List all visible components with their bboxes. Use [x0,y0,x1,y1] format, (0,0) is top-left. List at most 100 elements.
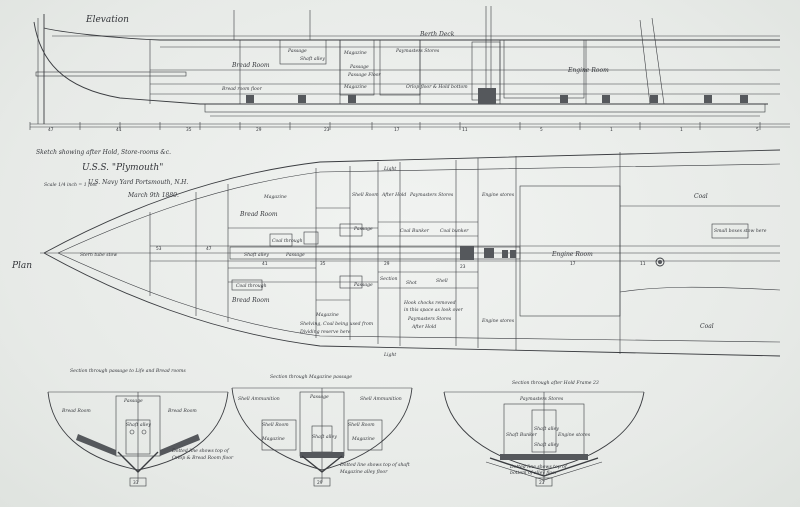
label-passage-2: Passage [349,64,369,70]
plan-label-boxes-note: Small boxes stow here [714,228,767,234]
plan-label-bread-room-top: Bread Room [239,211,278,218]
plan-label-shell-room-top: Shell Room [352,192,379,198]
section-1: Section through passage to Life and Brea… [47,368,234,487]
label-bread-room-floor: Bread room floor [221,86,263,92]
section-2-title: Section through Magazine passage [270,374,352,380]
plan-label-shaft-alley: Shaft alley [244,252,269,258]
svg-text:29: 29 [256,127,262,133]
elevation-view: Elevation Berth Deck Passage Bread Room … [29,6,790,133]
section-1-label-shaft-alley: Shaft alley [126,422,151,428]
plan-label-coal-through: Coal through [236,283,267,289]
plan-label-passage-top: Passage [353,226,373,232]
svg-text:23: 23 [324,127,330,133]
label-magazine: Magazine [343,50,367,56]
section-2-note-1: Dotted line shows top of shaft [339,462,410,468]
plan-label-light-top: Light [383,166,396,172]
propeller-shaft [35,71,187,77]
section-2: Section through Magazine passage Shell A… [231,374,413,487]
plan-label-passage-mid: Passage [285,252,305,258]
section-1-note-1: Dotted line shows top of [171,448,230,454]
plan-label-magazine-top: Magazine [263,194,287,200]
title-line-1: Sketch showing after Hold, Store-rooms &… [36,149,171,156]
plan-label-engine-stores: Engine stores [481,192,515,198]
plan-label-after-hold: After Hold [381,192,406,198]
plan-label-coal-through-top: Coal through [272,238,303,244]
section-3-label-shaft-alley-lower: Shaft alley [534,442,559,448]
label-floor-note: Orlop floor & Hold bottom [406,84,468,90]
plan-label-shell: Shell [436,278,448,284]
svg-text:47: 47 [48,127,54,133]
section-2-label-shell-room-left: Shell Room [262,422,289,428]
plan-label-bread-room-bottom: Bread Room [231,297,270,304]
elevation-title: Elevation [85,15,129,25]
section-3-note-2: bottom of alley floor [510,470,558,476]
svg-text:23: 23 [460,264,466,270]
svg-text:47: 47 [206,246,212,252]
svg-text:1: 1 [610,127,613,133]
section-3: Section through after Hold Frame 23 Paym… [443,380,645,487]
section-3-title: Section through after Hold Frame 23 [512,380,599,386]
title-line-3: U.S. Navy Yard Portsmouth, N.H. [88,179,188,186]
section-3-label-engine-stores: Engine stores [557,432,591,438]
plan-label-light-bottom: Light [383,352,396,358]
svg-text:41: 41 [116,127,122,133]
plan-label-paymasters-stores-b: Paymasters Stores [407,316,452,322]
plan-label-section: Section [380,276,398,282]
plan-label-paymasters-stores: Paymasters Stores [409,192,454,198]
section-1-label-passage: Passage [123,398,143,404]
plan-label-hold-note-1: Hook chocks removed [403,300,456,306]
plan-label-coal-top: Coal [694,193,708,200]
section-3-label-paymasters-stores: Paymasters Stores [519,396,564,402]
section-1-frame: 33 [133,480,139,486]
svg-text:11: 11 [462,127,468,133]
section-2-label-shell-room-right: Shell Room [348,422,375,428]
scale-note: Scale 1/4 inch = 1 foot [44,182,97,188]
title-line-4: March 9th 1880. [127,192,179,199]
svg-text:53: 53 [156,246,162,252]
title-block: Sketch showing after Hold, Store-rooms &… [36,149,188,199]
plan-label-after-hold-b: After Hold [411,324,436,330]
section-1-label-bread-room-left: Bread Room [61,408,91,414]
plan-label-bunker-small: Coal bunker [440,228,469,234]
svg-text:11: 11 [640,261,646,267]
section-2-label-shell-ammo-right: Shell Ammunition [360,396,402,402]
plan-frame-numbers: 53 47 41 35 29 23 17 11 [156,246,646,270]
plan-hull-lower [43,252,781,357]
section-2-label-magazine-left: Magazine [261,436,285,442]
svg-text:17: 17 [570,261,576,267]
svg-text:41: 41 [262,261,268,267]
label-bread-room: Bread Room [231,62,270,69]
section-1-note-2: Orlop & Bread Room floor [172,455,234,461]
plan-label-magazine-note-2: Dividing reserve here [299,329,351,335]
svg-text:1: 1 [680,127,683,133]
elevation-deck-sheer [43,27,780,41]
plan-label-hold-note-2: in this space as look over [404,307,464,313]
svg-text:35: 35 [320,261,326,267]
section-2-label-magazine-right: Magazine [351,436,375,442]
section-2-frame: 29 [317,480,323,486]
title-line-2: U.S.S. "Plymouth" [82,163,163,173]
svg-text:5: 5 [540,127,543,133]
plan-label-magazine-note-1: Shelving, Coal being used from [300,321,374,327]
section-2-label-passage: Passage [309,394,329,400]
plan-hull-upper [43,149,781,254]
shaft-alley-plan [229,246,521,260]
plan-view: Plan [11,149,781,358]
plan-label-coal-bunker: Coal Bunker [400,228,430,234]
elevation-frame-numbers: 47 41 35 29 23 17 11 5 1 1 5 [48,127,759,133]
label-magazine-lower: Magazine [343,84,367,90]
svg-text:29: 29 [384,261,390,267]
plan-label-shot: Shot [406,280,417,286]
plan-label-stern-note: Stern tube stow [80,252,117,258]
section-1-title: Section through passage to Life and Brea… [70,368,186,374]
svg-text:5: 5 [756,127,759,133]
label-berth-deck: Berth Deck [419,31,455,38]
label-shaft-alley: Shaft alley [300,56,325,62]
section-1-label-bread-room-right: Bread Room [167,408,197,414]
label-engine-room: Engine Room [567,67,609,74]
plan-label-engine-room: Engine Room [551,251,593,258]
label-passage: Passage [287,48,307,54]
section-3-label-shaft-bunker: Shaft Bunker [506,432,538,438]
